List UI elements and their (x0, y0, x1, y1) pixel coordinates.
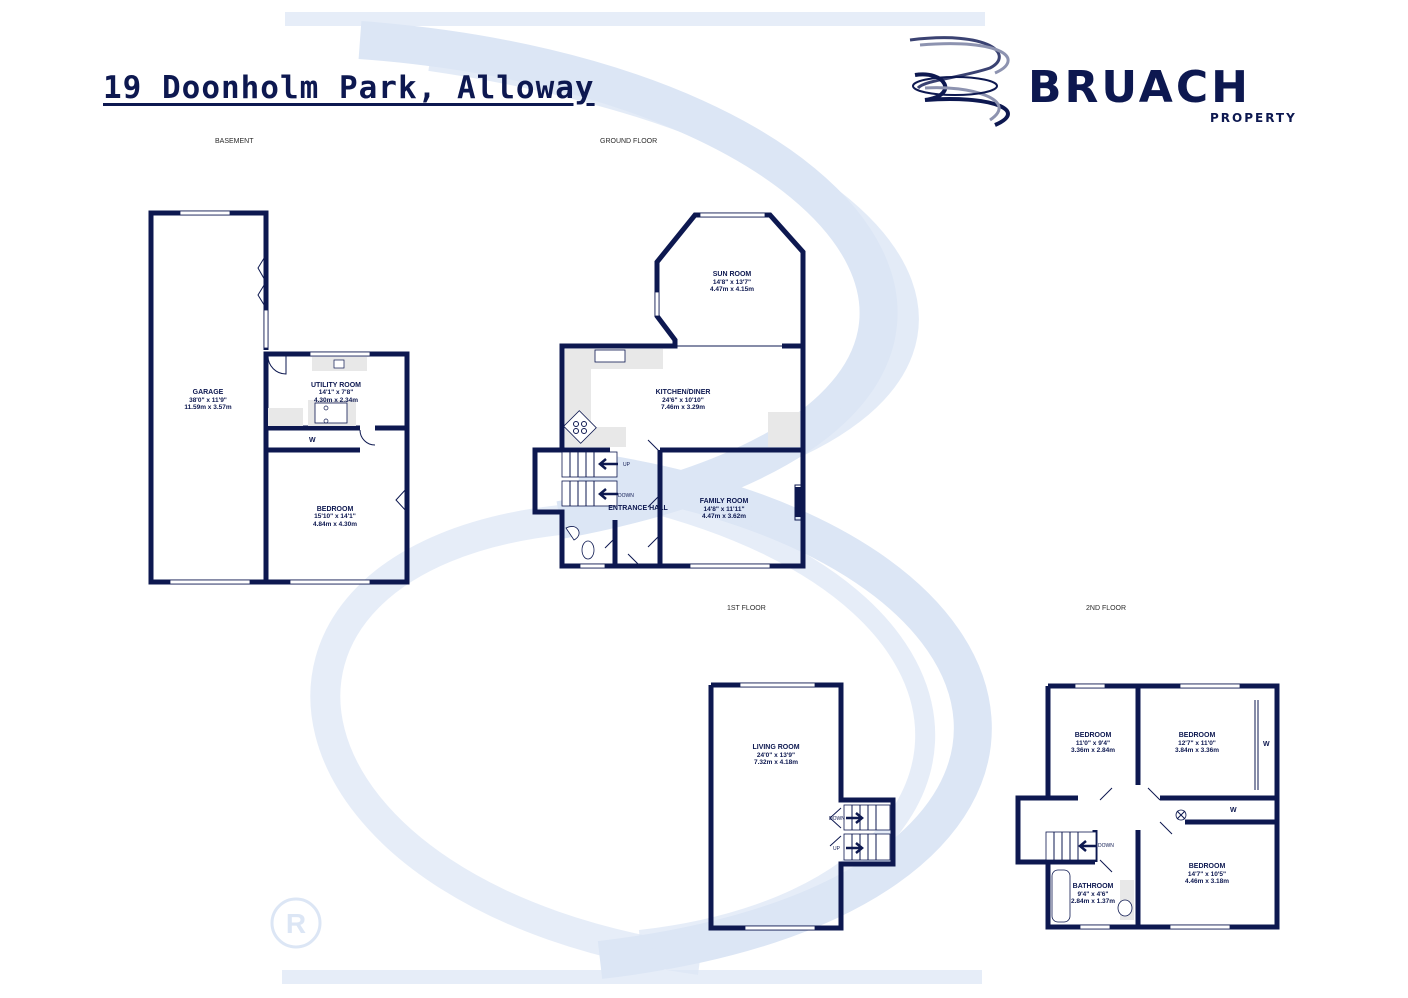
bedroom-c-name: BEDROOM (1189, 863, 1226, 870)
wardrobe-mark: W (1230, 807, 1237, 814)
svg-text:7.46m x 3.29m: 7.46m x 3.29m (661, 404, 705, 411)
kitchen-diner-name: KITCHEN/DINER (656, 389, 711, 396)
staircase (561, 451, 618, 507)
sink-icon (314, 402, 348, 424)
svg-text:4.46m x 3.18m: 4.46m x 3.18m (1185, 878, 1229, 885)
svg-text:7.32m x 4.18m: 7.32m x 4.18m (754, 759, 798, 766)
svg-text:4.30m x 2.34m: 4.30m x 2.34m (314, 397, 358, 404)
first-floor-plan (708, 682, 896, 931)
floor-label-first: 1ST FLOOR (727, 605, 766, 612)
floor-label-second: 2ND FLOOR (1086, 605, 1127, 612)
stair-arrow-icon (846, 842, 864, 854)
stair-down-label: DOWN (829, 816, 845, 822)
stair-arrow-icon (1078, 840, 1096, 852)
svg-text:4.47m x 3.62m: 4.47m x 3.62m (702, 513, 746, 520)
svg-text:38'0" x 11'9": 38'0" x 11'9" (189, 397, 227, 404)
hob-icon (563, 410, 597, 444)
sink-icon (565, 526, 580, 541)
svg-text:9'4" x 4'6": 9'4" x 4'6" (1078, 891, 1109, 898)
svg-text:24'6" x 10'10": 24'6" x 10'10" (662, 397, 704, 404)
stair-up-label: UP (833, 846, 841, 852)
page-title: 19 Doonholm Park, Alloway (103, 70, 595, 106)
svg-text:14'8" x 11'11": 14'8" x 11'11" (703, 506, 744, 513)
registered-mark-icon: R (270, 897, 322, 949)
bathroom-name: BATHROOM (1073, 883, 1114, 890)
stair-arrow-icon (598, 488, 618, 500)
svg-text:3.84m x 3.36m: 3.84m x 3.36m (1175, 747, 1219, 754)
family-room-name: FAMILY ROOM (700, 498, 749, 505)
svg-text:R: R (286, 908, 306, 939)
svg-text:4.47m x 4.15m: 4.47m x 4.15m (710, 286, 754, 293)
bath-icon (1051, 869, 1071, 923)
svg-text:14'8" x 13'7": 14'8" x 13'7" (713, 279, 751, 286)
basement-bedroom-name: BEDROOM (317, 506, 354, 513)
sink-icon (594, 349, 626, 363)
room-labels: GARAGE 38'0" x 11'9" 11.59m x 3.57m UTIL… (184, 271, 1229, 905)
stair-down-label: DOWN (1098, 843, 1114, 849)
svg-text:24'0" x 13'9": 24'0" x 13'9" (757, 752, 795, 759)
brand-name: BRUACH (1028, 62, 1251, 113)
svg-text:2.84m x 1.37m: 2.84m x 1.37m (1071, 898, 1115, 905)
plan-marks: W W W UP DOWN DOWN UP DOWN (309, 437, 1270, 852)
svg-text:4.84m x 4.30m: 4.84m x 4.30m (313, 521, 357, 528)
floor-label-basement: BASEMENT (215, 138, 254, 145)
door-swing-icon (1099, 787, 1173, 873)
toilet-icon (1117, 899, 1133, 917)
bruach-logo-icon (909, 36, 1010, 127)
wardrobe-mark: W (309, 437, 316, 444)
stair-arrow-icon (846, 812, 864, 824)
brand-tagline: PROPERTY (1210, 111, 1297, 125)
ground-floor-plan (532, 212, 806, 569)
door-swing-icon (395, 487, 408, 513)
stair-up-label: UP (623, 462, 631, 468)
svg-text:3.36m x 2.84m: 3.36m x 2.84m (1071, 747, 1115, 754)
toilet-icon (581, 540, 595, 560)
svg-text:11.59m x 3.57m: 11.59m x 3.57m (184, 404, 232, 411)
floor-label-ground: GROUND FLOOR (600, 138, 658, 145)
svg-text:14'7" x 10'5": 14'7" x 10'5" (1188, 871, 1226, 878)
stair-arrow-icon (598, 458, 618, 470)
entrance-hall-name: ENTRANCE HALL (608, 505, 668, 512)
stair-down-label: DOWN (618, 493, 634, 499)
basement-plan (148, 210, 410, 585)
utility-room-name: UTILITY ROOM (311, 382, 361, 389)
svg-text:12'7" x 11'0": 12'7" x 11'0" (1178, 740, 1216, 747)
background-swoosh (282, 12, 992, 984)
svg-text:14'1" x 7'8": 14'1" x 7'8" (319, 389, 354, 396)
living-room-name: LIVING ROOM (752, 744, 799, 751)
svg-text:15'10" x 14'1": 15'10" x 14'1" (314, 513, 356, 520)
door-swing-icon (829, 807, 842, 847)
sun-room-name: SUN ROOM (713, 271, 752, 278)
garage-name: GARAGE (193, 389, 224, 396)
svg-text:11'0" x 9'4": 11'0" x 9'4" (1076, 740, 1110, 747)
wardrobe-mark: W (1263, 741, 1270, 748)
bedroom-b-name: BEDROOM (1179, 732, 1216, 739)
door-swing-icon (604, 439, 661, 567)
bedroom-a-name: BEDROOM (1075, 732, 1112, 739)
second-floor-plan (1015, 683, 1280, 930)
bifold-door-icon (257, 254, 267, 309)
